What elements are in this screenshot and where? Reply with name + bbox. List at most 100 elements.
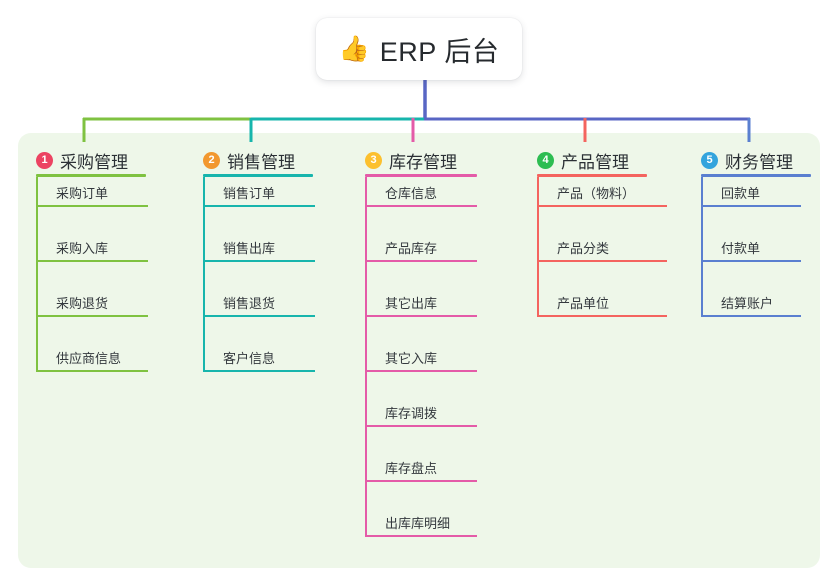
column-index-badge: 4 (537, 151, 554, 169)
root-title: ERP 后台 (379, 36, 500, 67)
leaf-label: 供应商信息 (56, 351, 122, 366)
leaf-item[interactable]: 库存盘点 (365, 452, 477, 482)
leaf-item[interactable]: 采购订单 (36, 177, 148, 207)
leaf-label: 采购订单 (56, 186, 109, 201)
column-spine (537, 177, 539, 317)
leaf-rule (365, 205, 477, 207)
column-header-rule (36, 174, 146, 177)
leaf-rule (365, 260, 477, 262)
leaf-item[interactable]: 产品单位 (537, 287, 667, 317)
leaf-label: 其它出库 (385, 296, 438, 311)
column-header-5[interactable]: 5 财务管理 (701, 143, 811, 177)
leaf-item[interactable]: 其它出库 (365, 287, 477, 317)
leaf-rule (203, 205, 315, 207)
leaf-rule (365, 315, 477, 317)
column-items: 采购订单采购入库采购退货供应商信息 (36, 177, 148, 397)
leaf-label: 仓库信息 (385, 186, 438, 201)
leaf-rule (203, 370, 315, 372)
leaf-rule (537, 315, 667, 317)
column-财务管理[interactable]: 5 财务管理回款单付款单结算账户 (701, 143, 811, 342)
column-spine (203, 177, 205, 372)
column-items: 销售订单销售出库销售退货客户信息 (203, 177, 315, 397)
leaf-rule (537, 205, 667, 207)
column-库存管理[interactable]: 3 库存管理仓库信息产品库存其它出库其它入库库存调拨库存盘点出库库明细 (365, 143, 477, 562)
leaf-rule (701, 315, 801, 317)
leaf-label: 付款单 (721, 241, 761, 256)
leaf-label: 采购入库 (56, 241, 109, 256)
leaf-item[interactable]: 产品分类 (537, 232, 667, 262)
leaf-item[interactable]: 仓库信息 (365, 177, 477, 207)
leaf-label: 客户信息 (223, 351, 276, 366)
leaf-rule (203, 315, 315, 317)
leaf-item[interactable]: 销售退货 (203, 287, 315, 317)
column-spine (365, 177, 367, 537)
leaf-item[interactable]: 库存调拨 (365, 397, 477, 427)
leaf-item[interactable]: 销售订单 (203, 177, 315, 207)
leaf-item[interactable]: 其它入库 (365, 342, 477, 372)
column-采购管理[interactable]: 1 采购管理采购订单采购入库采购退货供应商信息 (36, 143, 148, 397)
column-header-rule (537, 174, 647, 177)
leaf-label: 回款单 (721, 186, 761, 201)
column-产品管理[interactable]: 4 产品管理产品（物料） 产品分类产品单位 (537, 143, 667, 342)
leaf-item[interactable]: 结算账户 (701, 287, 801, 317)
column-header-1[interactable]: 1 采购管理 (36, 143, 146, 177)
column-title: 库存管理 (389, 152, 457, 172)
leaf-item[interactable]: 供应商信息 (36, 342, 148, 372)
leaf-rule (701, 205, 801, 207)
column-title: 采购管理 (60, 152, 128, 172)
leaf-item[interactable]: 销售出库 (203, 232, 315, 262)
column-spine (36, 177, 38, 372)
leaf-item[interactable]: 付款单 (701, 232, 801, 262)
column-header-rule (701, 174, 811, 177)
column-title: 产品管理 (561, 152, 629, 172)
leaf-rule (365, 480, 477, 482)
leaf-item[interactable]: 产品（物料） (537, 177, 667, 207)
column-title: 销售管理 (227, 152, 295, 172)
leaf-rule (537, 260, 667, 262)
column-items: 回款单付款单结算账户 (701, 177, 801, 342)
leaf-rule (36, 205, 148, 207)
leaf-item[interactable]: 采购入库 (36, 232, 148, 262)
column-items: 产品（物料） 产品分类产品单位 (537, 177, 667, 342)
column-spine (701, 177, 703, 317)
column-header-3[interactable]: 3 库存管理 (365, 143, 477, 177)
leaf-rule (36, 315, 148, 317)
leaf-label: 结算账户 (721, 296, 774, 311)
column-index-badge: 3 (365, 151, 382, 169)
leaf-label: 产品（物料） (557, 186, 636, 201)
leaf-label: 产品库存 (385, 241, 438, 256)
column-index-badge: 5 (701, 151, 718, 169)
leaf-rule (701, 260, 801, 262)
column-header-4[interactable]: 4 产品管理 (537, 143, 647, 177)
column-index-badge: 1 (36, 151, 53, 169)
leaf-label: 销售退货 (223, 296, 276, 311)
leaf-label: 库存盘点 (385, 461, 438, 476)
leaf-label: 其它入库 (385, 351, 438, 366)
leaf-item[interactable]: 出库库明细 (365, 507, 477, 537)
leaf-item[interactable]: 采购退货 (36, 287, 148, 317)
root-node-card[interactable]: 👍ERP 后台 (316, 18, 522, 80)
leaf-rule (365, 425, 477, 427)
leaf-label: 产品单位 (557, 296, 610, 311)
column-header-rule (203, 174, 313, 177)
leaf-label: 库存调拨 (385, 406, 438, 421)
column-items: 仓库信息产品库存其它出库其它入库库存调拨库存盘点出库库明细 (365, 177, 477, 562)
leaf-rule (203, 260, 315, 262)
leaf-item[interactable]: 客户信息 (203, 342, 315, 372)
leaf-rule (36, 260, 148, 262)
leaf-item[interactable]: 回款单 (701, 177, 801, 207)
leaf-rule (365, 535, 477, 537)
leaf-label: 出库库明细 (385, 516, 451, 531)
leaf-label: 产品分类 (557, 241, 610, 256)
leaf-label: 采购退货 (56, 296, 109, 311)
leaf-label: 销售出库 (223, 241, 276, 256)
leaf-label: 销售订单 (223, 186, 276, 201)
leaf-item[interactable]: 产品库存 (365, 232, 477, 262)
leaf-rule (365, 370, 477, 372)
column-title: 财务管理 (725, 152, 793, 172)
column-header-rule (365, 174, 477, 177)
leaf-rule (36, 370, 148, 372)
